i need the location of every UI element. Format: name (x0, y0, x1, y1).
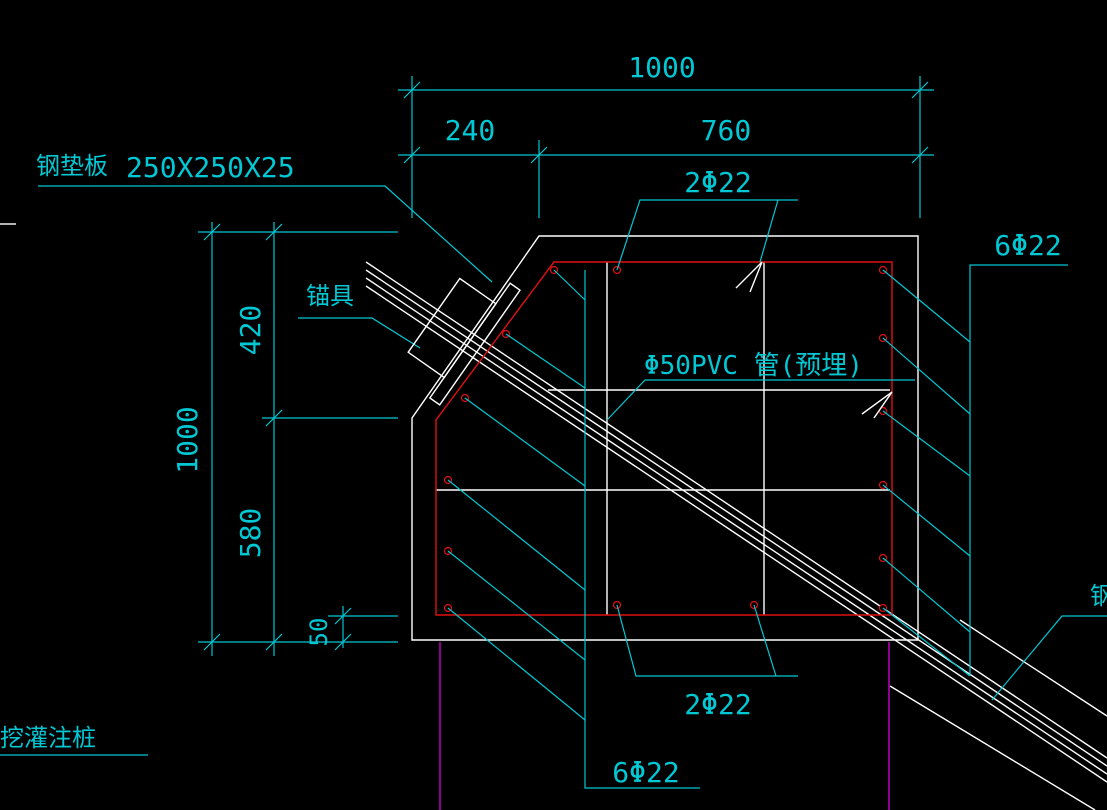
rebar-dots (443, 265, 888, 613)
rebar-callout-left: 6Φ22 (447, 269, 700, 789)
pile-callout: 挖灌注桩 (0, 724, 148, 756)
dim-text-lower-height: 580 (234, 508, 267, 559)
dimension-vertical-parts: 420 580 (234, 222, 398, 656)
rebar-callout-bottom: 2Φ22 (616, 604, 798, 721)
dim-text-left-part: 240 (445, 114, 496, 147)
rebar-callout-right: 6Φ22 (882, 229, 1068, 677)
dimension-sub-widths: 240 760 (398, 114, 934, 218)
label-rebar-bottom: 2Φ22 (684, 688, 751, 721)
pile-outline (439, 642, 890, 810)
dim-text-overall-width: 1000 (628, 51, 695, 84)
label-pvc-pipe: Φ50PVC 管(预埋) (644, 351, 863, 381)
prestress-tendon (365, 261, 1107, 810)
label-steel-plate-size: 250X250X25 (126, 151, 295, 184)
steel-plate-callout: 钢垫板 250X250X25 (36, 151, 493, 283)
dim-text-upper-height: 420 (234, 305, 267, 356)
concrete-section-outline (411, 235, 919, 641)
dim-text-overall-height: 1000 (171, 406, 204, 473)
label-right-partial: 钢 (1090, 582, 1107, 610)
rebar-callout-top: 2Φ22 (616, 166, 798, 271)
label-rebar-top: 2Φ22 (684, 166, 751, 199)
label-rebar-left: 6Φ22 (612, 756, 679, 789)
dimension-cover: 50 (305, 606, 398, 651)
stirrup (435, 261, 893, 616)
label-rebar-right: 6Φ22 (994, 229, 1061, 262)
dim-text-cover: 50 (305, 618, 333, 647)
label-steel-plate: 钢垫板 (36, 152, 108, 180)
dim-text-right-part: 760 (701, 114, 752, 147)
dimension-overall-width: 1000 (398, 51, 934, 218)
label-anchor: 锚具 (306, 282, 354, 310)
anchor-callout: 锚具 (298, 282, 421, 349)
right-steel-callout: 钢 (991, 582, 1107, 701)
arrows (735, 261, 893, 419)
pvc-pipe-callout: Φ50PVC 管(预埋) (606, 351, 915, 421)
internal-grid (436, 262, 890, 615)
dimension-vertical-overall: 1000 (171, 222, 398, 656)
label-pile: 挖灌注桩 (0, 724, 96, 752)
